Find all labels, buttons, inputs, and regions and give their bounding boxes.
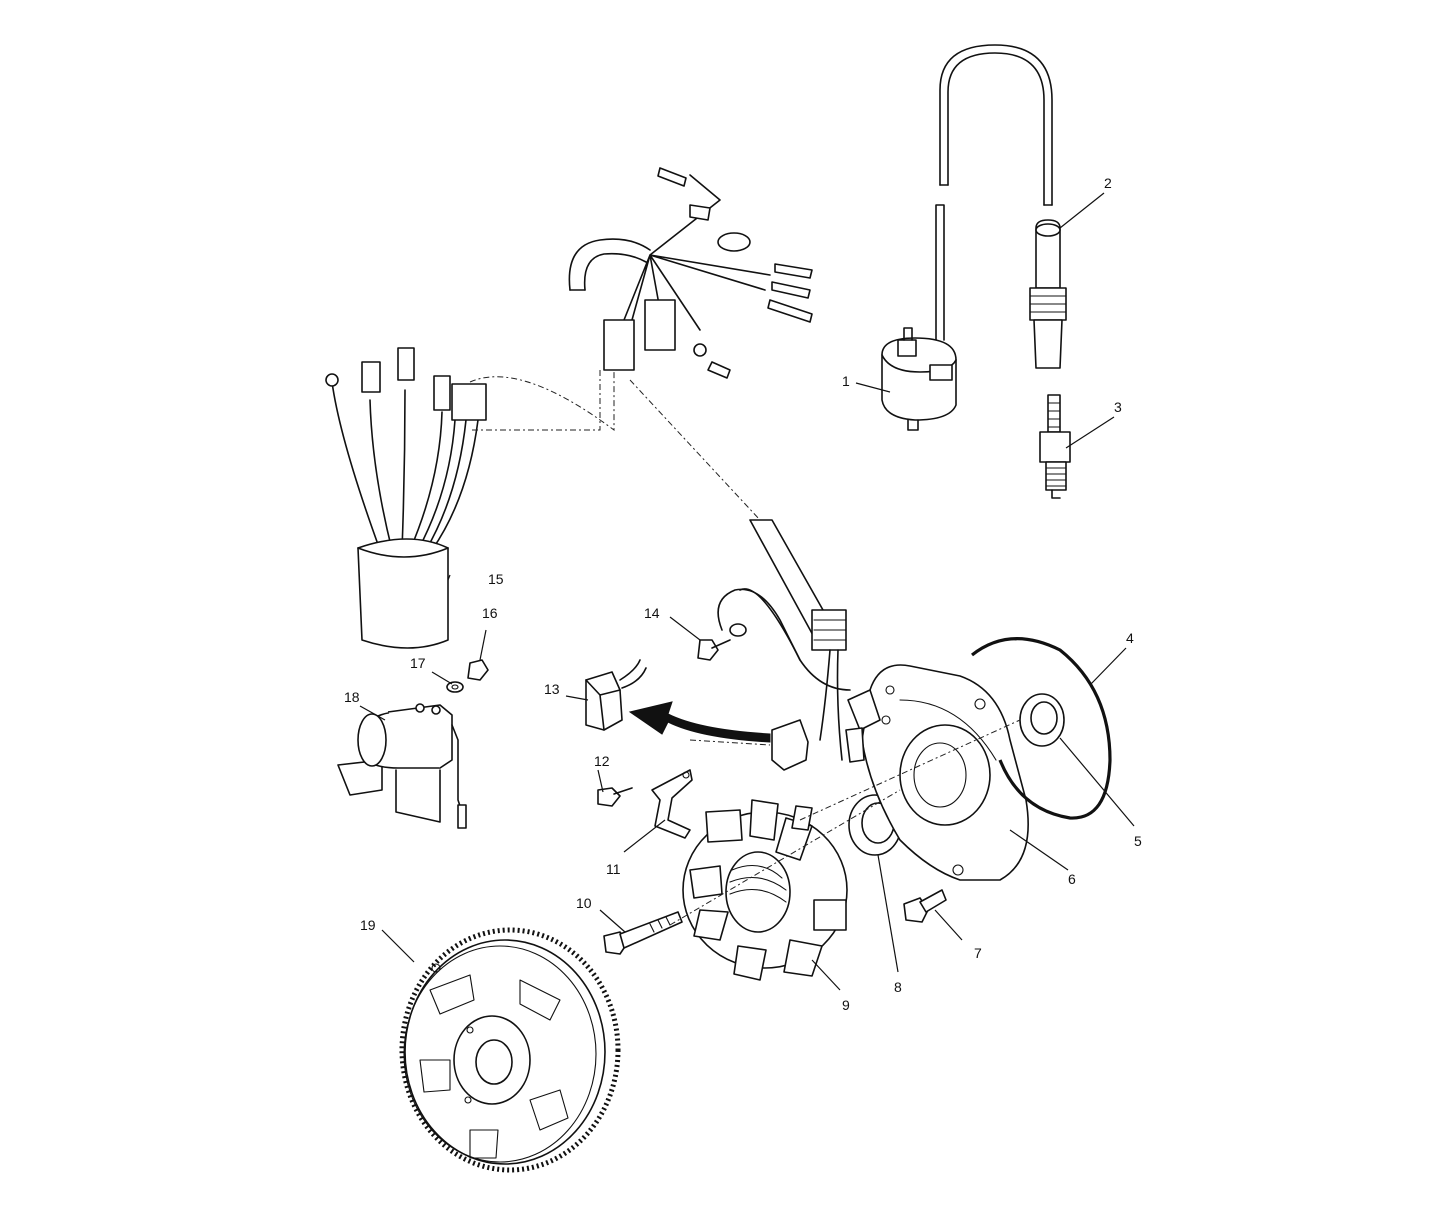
callout-16: 16	[482, 605, 498, 621]
callout-18: 18	[344, 689, 360, 705]
callout-5: 5	[1134, 833, 1142, 849]
callout-7: 7	[974, 945, 982, 961]
part-cdi-module	[325, 347, 487, 649]
callout-14: 14	[644, 605, 660, 621]
callout-13: 13	[544, 681, 560, 697]
part-bolt	[903, 889, 947, 923]
callout-3: 3	[1114, 399, 1122, 415]
part-bracket	[597, 769, 693, 839]
callout-9: 9	[842, 997, 850, 1013]
callout-labels: 1 2 3 4 5 6 7 8 9 10 11 12 13 14 15 16 1…	[344, 175, 1142, 1013]
callout-12: 12	[594, 753, 610, 769]
callout-2: 2	[1104, 175, 1112, 191]
callout-10: 10	[576, 895, 592, 911]
callout-6: 6	[1068, 871, 1076, 887]
part-o-ring	[971, 637, 1112, 820]
part-ground-screw	[697, 588, 801, 661]
arrow-indicator	[628, 701, 771, 743]
callout-17: 17	[410, 655, 426, 671]
part-starter-solenoid	[337, 703, 467, 829]
part-long-screw	[603, 911, 683, 955]
part-spark-plug-cap	[1029, 219, 1067, 369]
part-nut-washer	[446, 659, 489, 693]
part-spark-plug	[1039, 394, 1071, 499]
part-pickup-coil	[585, 659, 809, 771]
part-flywheel	[399, 927, 621, 1173]
callout-15: 15	[488, 571, 504, 587]
leader-lines	[359, 192, 1135, 991]
part-bearing	[1019, 693, 1065, 747]
part-stator-plate	[845, 664, 1029, 881]
callout-19: 19	[360, 917, 376, 933]
callout-4: 4	[1126, 630, 1134, 646]
callout-11: 11	[606, 861, 621, 877]
part-ignition-coil	[881, 44, 1053, 431]
callout-8: 8	[894, 979, 902, 995]
part-wiring-harness	[469, 167, 851, 761]
part-stator	[682, 799, 848, 981]
assembly-lines	[669, 719, 1021, 926]
callout-1: 1	[842, 373, 850, 389]
